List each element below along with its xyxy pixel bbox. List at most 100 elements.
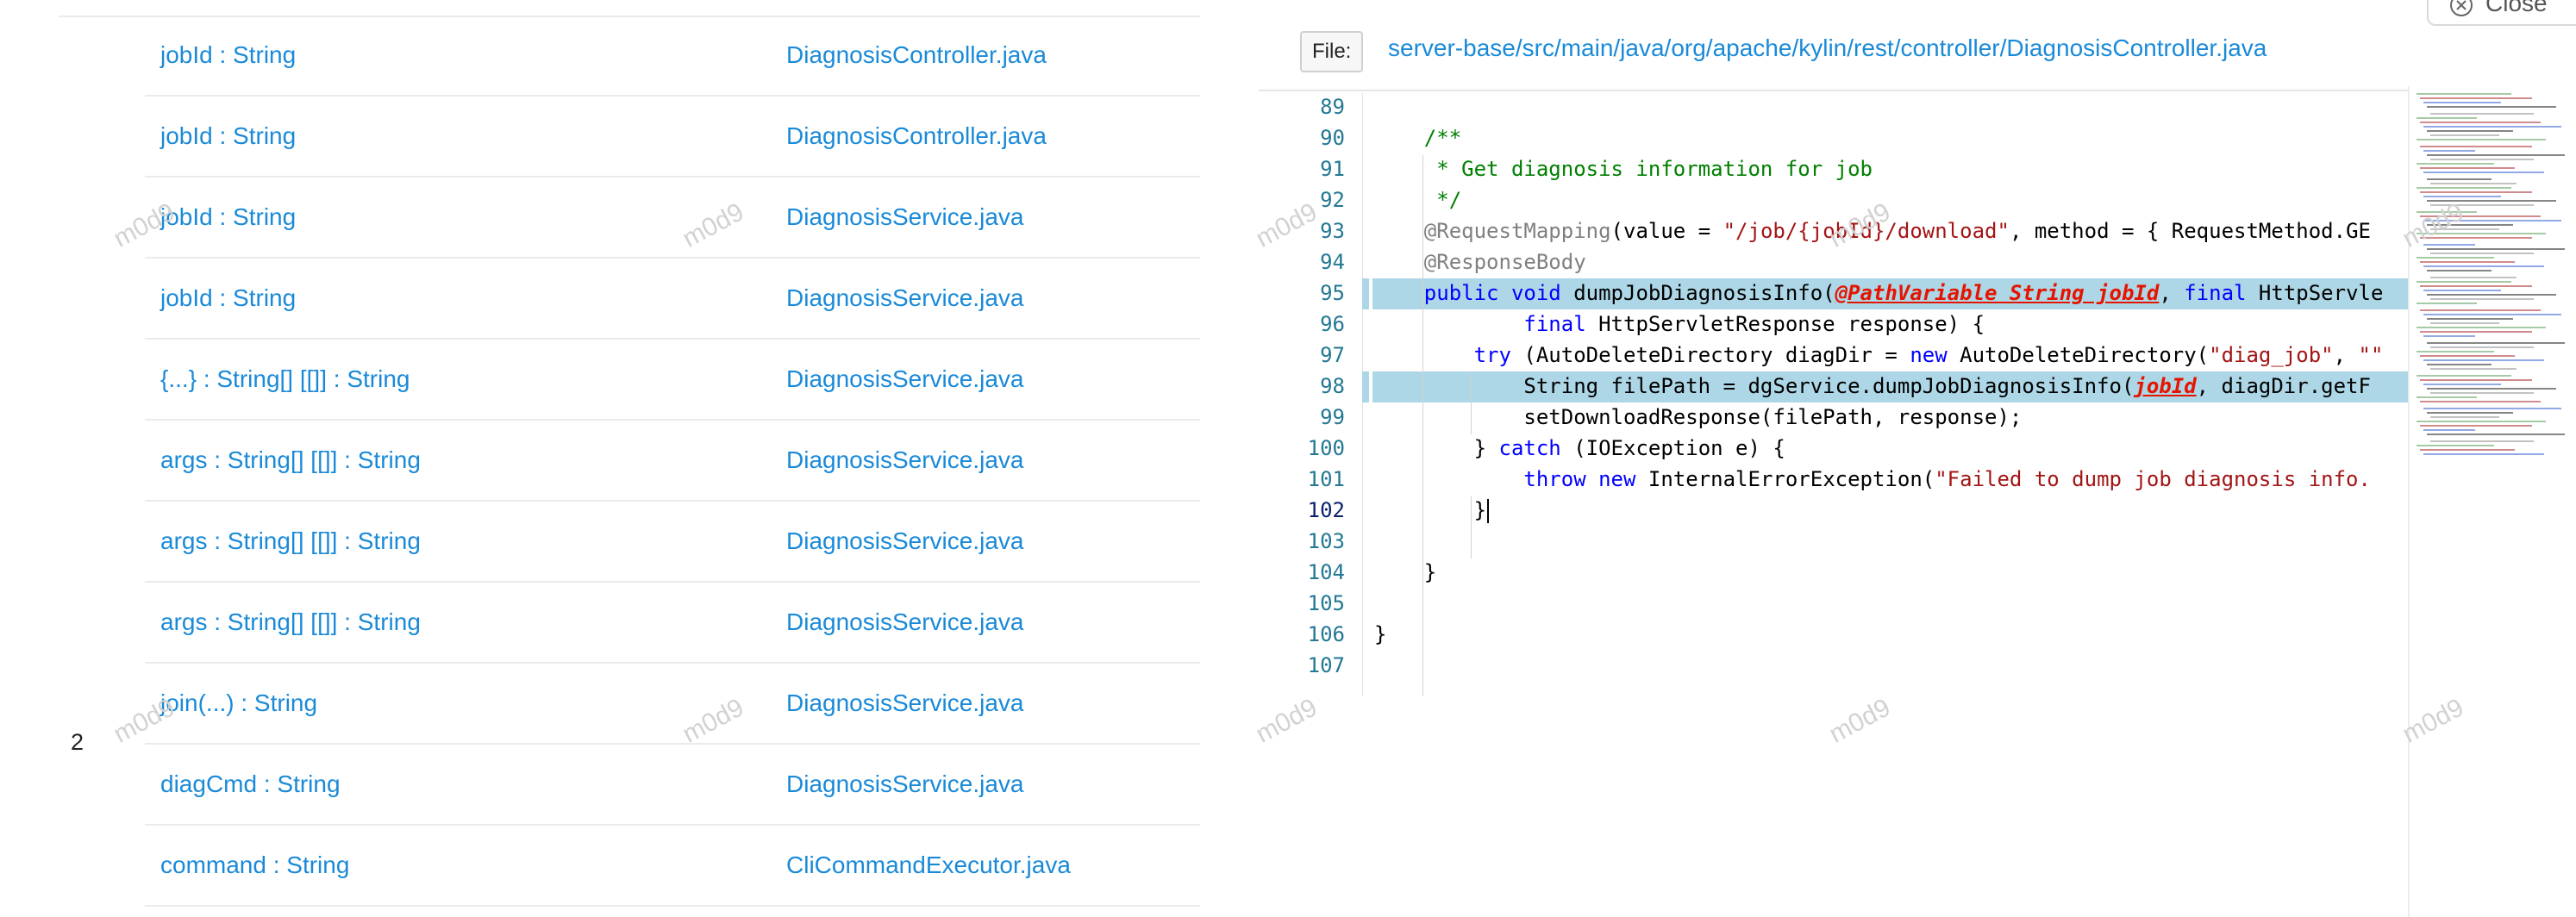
- file-link[interactable]: DiagnosisService.java: [786, 446, 1024, 473]
- line-number: 102: [1307, 498, 1345, 522]
- minimap-line: [2423, 196, 2501, 197]
- code-text: * Get diagnosis information for job: [1374, 157, 1873, 181]
- table-row[interactable]: diagCmd : String DiagnosisService.java: [145, 745, 1200, 826]
- variable-link[interactable]: args : String[] [[]] : String: [160, 446, 421, 473]
- file-link[interactable]: DiagnosisController.java: [786, 41, 1047, 68]
- code-text: }: [1374, 560, 1437, 584]
- file-link[interactable]: DiagnosisService.java: [786, 770, 1024, 797]
- minimap-line: [2420, 122, 2541, 123]
- close-button[interactable]: Close: [2427, 0, 2576, 26]
- minimap-line: [2417, 396, 2477, 398]
- variable-link[interactable]: jobId : String: [160, 122, 297, 149]
- minimap-line: [2420, 355, 2515, 357]
- code-line: 98 String filePath = dgService.dumpJobDi…: [1293, 371, 2419, 402]
- table-row[interactable]: jobId : String DiagnosisService.java: [145, 178, 1200, 259]
- minimap-line: [2417, 93, 2511, 95]
- minimap-line: [2423, 429, 2475, 431]
- file-path-link[interactable]: server-base/src/main/java/org/apache/kyl…: [1388, 34, 2267, 61]
- minimap-line: [2423, 172, 2544, 173]
- minimap-line: [2427, 154, 2565, 156]
- file-link[interactable]: DiagnosisService.java: [786, 527, 1024, 554]
- file-link[interactable]: CliCommandExecutor.java: [786, 852, 1071, 878]
- code-line: 104 }: [1293, 558, 2419, 589]
- code-line: 102 }: [1293, 496, 2419, 527]
- code-line: 107: [1293, 651, 2419, 682]
- minimap-line: [2427, 270, 2492, 271]
- minimap-line: [2423, 244, 2475, 246]
- minimap-line: [2427, 224, 2513, 226]
- minimap-line: [2417, 327, 2546, 328]
- file-link[interactable]: DiagnosisController.java: [786, 122, 1047, 149]
- minimap-line: [2430, 416, 2499, 418]
- minimap-line: [2423, 384, 2501, 385]
- minimap-line: [2423, 220, 2561, 221]
- code-text: final HttpServletResponse response) {: [1523, 312, 1985, 336]
- line-number: 96: [1320, 312, 1345, 336]
- table-row[interactable]: {...} : String[] [[]] : String DiagnosisS…: [145, 340, 1200, 421]
- minimap-line: [2420, 379, 2532, 381]
- line-highlight: [1372, 278, 2419, 309]
- line-number: 99: [1320, 405, 1345, 429]
- line-number: 92: [1320, 188, 1345, 212]
- variable-link[interactable]: command : String: [160, 852, 350, 878]
- minimap-line: [2420, 97, 2532, 99]
- file-link[interactable]: DiagnosisService.java: [786, 689, 1024, 716]
- table-row[interactable]: join(...) : String DiagnosisService.java: [145, 664, 1200, 745]
- variable-link[interactable]: args : String[] [[]] : String: [160, 608, 421, 635]
- indent-guide: [1471, 496, 1472, 558]
- minimap-line: [2417, 139, 2546, 140]
- variable-link[interactable]: join(...) : String: [160, 689, 318, 716]
- line-number: 90: [1320, 126, 1345, 150]
- table-row[interactable]: jobId : String DiagnosisService.java: [145, 259, 1200, 340]
- table-row[interactable]: jobId : String DiagnosisController.java: [145, 97, 1200, 178]
- code-minimap[interactable]: [2408, 86, 2576, 917]
- code-line: 103: [1293, 527, 2419, 558]
- minimap-line: [2427, 364, 2492, 365]
- line-number: 98: [1320, 374, 1345, 398]
- table-row[interactable]: args : String[] [[]] : String DiagnosisSe…: [145, 583, 1200, 664]
- file-link[interactable]: DiagnosisService.java: [786, 365, 1024, 392]
- code-line: 105: [1293, 589, 2419, 620]
- file-link[interactable]: DiagnosisService.java: [786, 203, 1024, 230]
- table-row[interactable]: args : String[] [[]] : String DiagnosisSe…: [145, 502, 1200, 583]
- minimap-line: [2427, 342, 2565, 344]
- file-button[interactable]: File:: [1300, 31, 1364, 72]
- minimap-line: [2430, 322, 2499, 324]
- table-row[interactable]: jobId : String DiagnosisController.java: [145, 16, 1200, 97]
- minimap-line: [2430, 159, 2534, 160]
- minimap-line: [2423, 314, 2561, 315]
- code-line: 100 } catch (IOException e) {: [1293, 434, 2419, 465]
- minimap-line: [2417, 303, 2477, 304]
- table-row[interactable]: command : String CliCommandExecutor.java: [145, 826, 1200, 907]
- code-viewer-panel: Close File: server-base/src/main/java/or…: [1259, 0, 2576, 917]
- table-row[interactable]: args : String[] [[]] : String DiagnosisSe…: [145, 421, 1200, 502]
- minimap-line: [2430, 183, 2517, 184]
- line-number: 103: [1307, 529, 1345, 553]
- variable-link[interactable]: args : String[] [[]] : String: [160, 527, 421, 554]
- indent-guide: [1422, 155, 1423, 696]
- file-link[interactable]: DiagnosisService.java: [786, 284, 1024, 311]
- minimap-line: [2417, 351, 2494, 352]
- variable-link[interactable]: {...} : String[] [[]] : String: [160, 365, 410, 392]
- minimap-line: [2420, 261, 2515, 263]
- minimap-line: [2427, 294, 2556, 296]
- line-number: 89: [1320, 95, 1345, 119]
- minimap-line: [2430, 440, 2534, 442]
- line-number: 104: [1307, 560, 1345, 584]
- minimap-line: [2417, 421, 2546, 422]
- variable-link[interactable]: jobId : String: [160, 203, 297, 230]
- code-text: }: [1374, 498, 1490, 523]
- minimap-line: [2430, 228, 2499, 230]
- file-link[interactable]: DiagnosisService.java: [786, 608, 1024, 635]
- variable-link[interactable]: jobId : String: [160, 41, 297, 68]
- variable-link[interactable]: jobId : String: [160, 284, 297, 311]
- variable-link[interactable]: diagCmd : String: [160, 770, 341, 797]
- minimap-line: [2417, 281, 2511, 283]
- minimap-line: [2423, 408, 2561, 409]
- minimap-line: [2420, 237, 2532, 239]
- minimap-line: [2417, 211, 2477, 213]
- close-label: Close: [2485, 0, 2548, 16]
